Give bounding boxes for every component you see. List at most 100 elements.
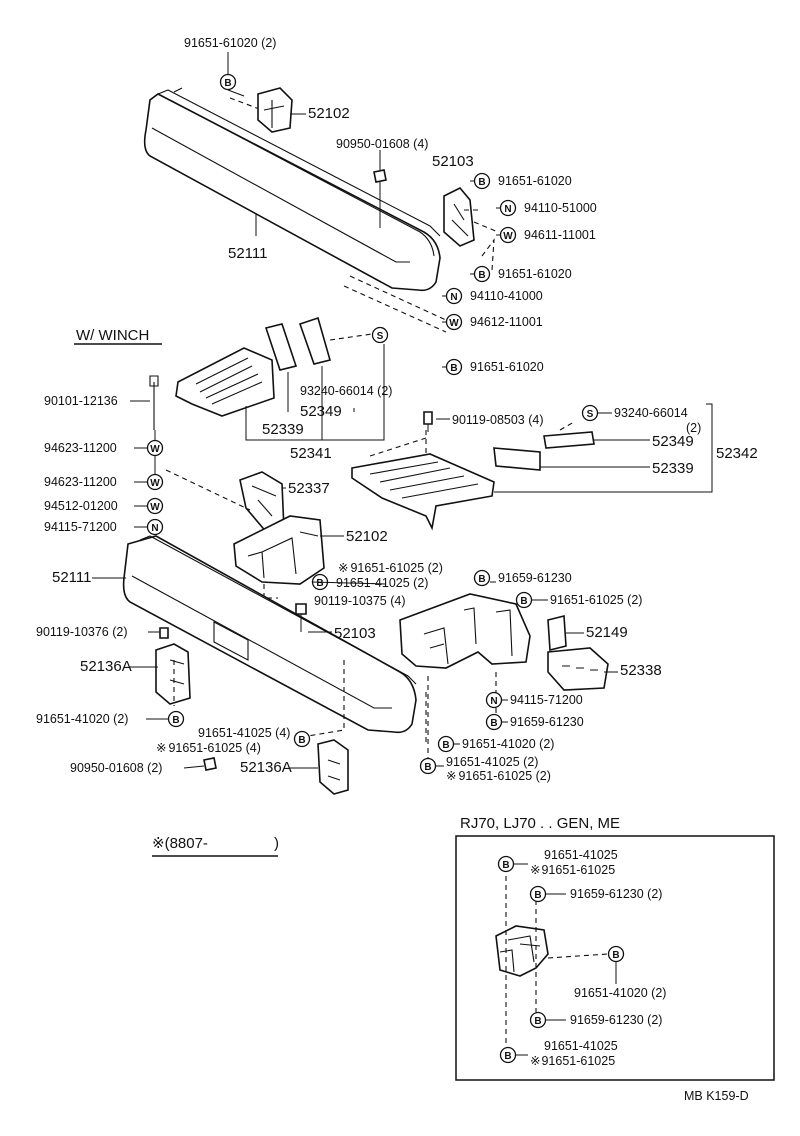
part-label: 94115-71200 bbox=[44, 520, 117, 534]
bracket-52136a-right bbox=[317, 739, 349, 795]
part-label: 52136A bbox=[80, 658, 132, 675]
svg-text:B: B bbox=[316, 578, 323, 589]
production-note-close: ) bbox=[274, 835, 279, 852]
inset-frame bbox=[455, 835, 775, 1081]
bolt-b-symbol bbox=[515, 591, 533, 609]
bolt-b-symbol bbox=[499, 1046, 517, 1064]
washer-w-symbol bbox=[146, 497, 164, 515]
part-label: 52103 bbox=[334, 625, 376, 642]
washer-w-symbol bbox=[499, 226, 517, 244]
bumper-bar-top bbox=[143, 93, 441, 292]
svg-text:B: B bbox=[534, 1016, 541, 1027]
part-label: 91651-41020 (2) bbox=[462, 737, 554, 751]
inset-title: RJ70, LJ70 . . GEN, ME bbox=[460, 815, 620, 832]
part-label: 91651-61025 (2) bbox=[550, 593, 642, 607]
bolt-b-symbol bbox=[497, 855, 515, 873]
svg-text:B: B bbox=[520, 596, 527, 607]
part-label: 94623-11200 bbox=[44, 475, 117, 489]
part-label: 91651-41020 (2) bbox=[36, 712, 128, 726]
bolt-b-symbol bbox=[419, 757, 437, 775]
part-label: 91651-61020 bbox=[498, 267, 572, 281]
svg-text:B: B bbox=[450, 363, 457, 374]
svg-text:B: B bbox=[172, 715, 179, 726]
part-label: 52341 bbox=[290, 445, 332, 462]
lower-bumper-assembly bbox=[122, 535, 609, 795]
bolt-b-symbol bbox=[219, 73, 237, 91]
bolt-b-symbol bbox=[485, 713, 503, 731]
part-label: 90119-08503 (4) bbox=[452, 413, 544, 427]
winch-plate-left bbox=[175, 347, 275, 417]
svg-text:W: W bbox=[150, 502, 160, 513]
lower-labels: 52111 ※91651-61025 (2) 91651-41025 (2) 9… bbox=[36, 561, 662, 783]
part-label: ※91651-61025 bbox=[530, 1054, 615, 1068]
svg-text:W: W bbox=[150, 478, 160, 489]
top-fastener-symbols: B B N W B N W B bbox=[219, 52, 517, 376]
winch-fastener-symbols: W W W N S S bbox=[146, 326, 599, 536]
part-label: 90950-01608 (4) bbox=[336, 137, 428, 151]
part-label: 93240-66014 (2) bbox=[300, 384, 392, 398]
part-label: 52337 bbox=[288, 480, 330, 497]
part-label: 52136A bbox=[240, 759, 292, 776]
part-label: 94611-11001 bbox=[524, 228, 596, 242]
bumper-bar-lower bbox=[122, 535, 417, 734]
svg-text:N: N bbox=[504, 204, 511, 215]
spacer-s-symbol bbox=[371, 326, 389, 344]
bracket-52103-lower bbox=[399, 593, 531, 669]
part-label: 91651-61020 bbox=[498, 174, 572, 188]
svg-text:S: S bbox=[377, 331, 384, 342]
part-label: 52103 bbox=[432, 153, 474, 170]
part-label: 90119-10376 (2) bbox=[36, 625, 128, 639]
part-label: 91651-61020 (2) bbox=[184, 36, 276, 50]
top-labels: 91651-61020 (2) 52102 90950-01608 (4) 52… bbox=[184, 36, 597, 374]
bolt-b-symbol bbox=[473, 265, 491, 283]
svg-text:B: B bbox=[478, 270, 485, 281]
bolt-b-symbol bbox=[473, 172, 491, 190]
part-label: 94623-11200 bbox=[44, 441, 117, 455]
part-label: (2) bbox=[686, 421, 701, 435]
svg-text:B: B bbox=[424, 762, 431, 773]
winch-assembly bbox=[149, 316, 713, 599]
part-label: 90119-10375 (4) bbox=[314, 594, 406, 608]
bolt-b-symbol bbox=[293, 730, 311, 748]
inset-bracket bbox=[495, 925, 549, 977]
part-label: 52102 bbox=[308, 105, 350, 122]
part-label: 91659-61230 (2) bbox=[570, 887, 662, 901]
part-label: 91651-41025 (4) bbox=[198, 726, 290, 740]
part-label: 91659-61230 (2) bbox=[570, 1013, 662, 1027]
top-bumper-assembly bbox=[143, 87, 499, 333]
part-label: 52342 bbox=[716, 445, 758, 462]
long-bolt bbox=[149, 375, 159, 430]
part-label: 94115-71200 bbox=[510, 693, 583, 707]
bolt-b-symbol bbox=[167, 710, 185, 728]
part-label: ※91651-61025 (2) bbox=[338, 561, 443, 575]
winch-plate-right bbox=[351, 453, 495, 531]
license-plate-recess bbox=[213, 621, 249, 661]
bolt-b-symbol bbox=[437, 735, 455, 753]
svg-text:B: B bbox=[478, 177, 485, 188]
part-label: 52111 bbox=[228, 245, 268, 262]
part-label: ※91651-61025 (2) bbox=[446, 769, 551, 783]
svg-text:B: B bbox=[298, 735, 305, 746]
part-label: 91651-41020 (2) bbox=[574, 986, 666, 1000]
svg-text:B: B bbox=[612, 950, 619, 961]
bracket-52103-top bbox=[443, 187, 475, 247]
svg-text:W: W bbox=[150, 444, 160, 455]
bracket-52136a-left bbox=[155, 643, 191, 705]
bolt-b-symbol bbox=[473, 569, 491, 587]
part-label: 91651-41025 bbox=[544, 848, 618, 862]
svg-text:W: W bbox=[503, 231, 513, 242]
diagram-reference-code: MB K159-D bbox=[684, 1089, 749, 1103]
part-label: 93240-66014 bbox=[614, 406, 688, 420]
washer-w-symbol bbox=[146, 439, 164, 457]
part-label: 91651-41025 (2) bbox=[336, 576, 428, 590]
nut-n-symbol bbox=[499, 199, 517, 217]
part-label: ※91651-61025 (4) bbox=[156, 741, 261, 755]
part-label: 94110-41000 bbox=[470, 289, 543, 303]
part-label: 52349 bbox=[652, 433, 694, 450]
note: ※(8807- ) bbox=[152, 835, 279, 857]
part-label: 91651-61020 bbox=[470, 360, 544, 374]
svg-text:B: B bbox=[490, 718, 497, 729]
svg-text:B: B bbox=[504, 1051, 511, 1062]
bolt-b-symbol bbox=[445, 358, 463, 376]
